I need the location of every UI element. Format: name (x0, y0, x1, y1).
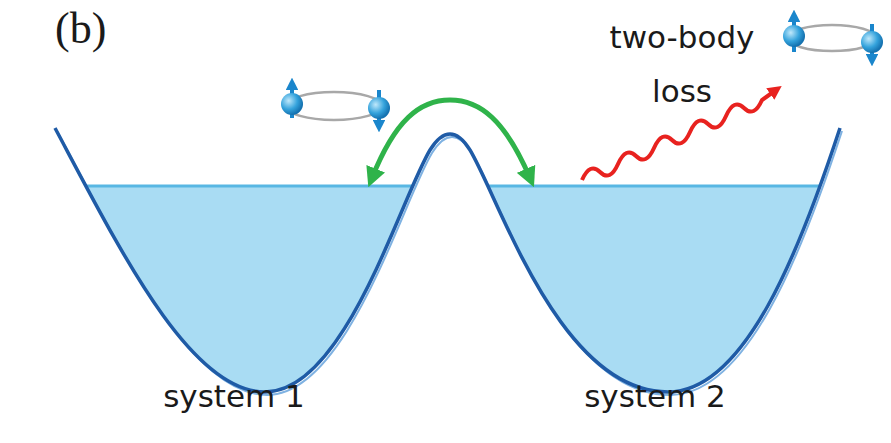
panel-letter: (b) (55, 4, 106, 55)
atom-pair (281, 84, 390, 126)
well-label: system 2 (584, 378, 726, 415)
tunneling-arrow (372, 100, 530, 178)
water-fill (0, 186, 891, 443)
well-label: system 1 (163, 378, 305, 415)
atom-pair (783, 16, 883, 60)
double-well-curve (55, 128, 840, 392)
process-label: two-body loss (593, 10, 771, 119)
curve-shade (57, 131, 842, 395)
